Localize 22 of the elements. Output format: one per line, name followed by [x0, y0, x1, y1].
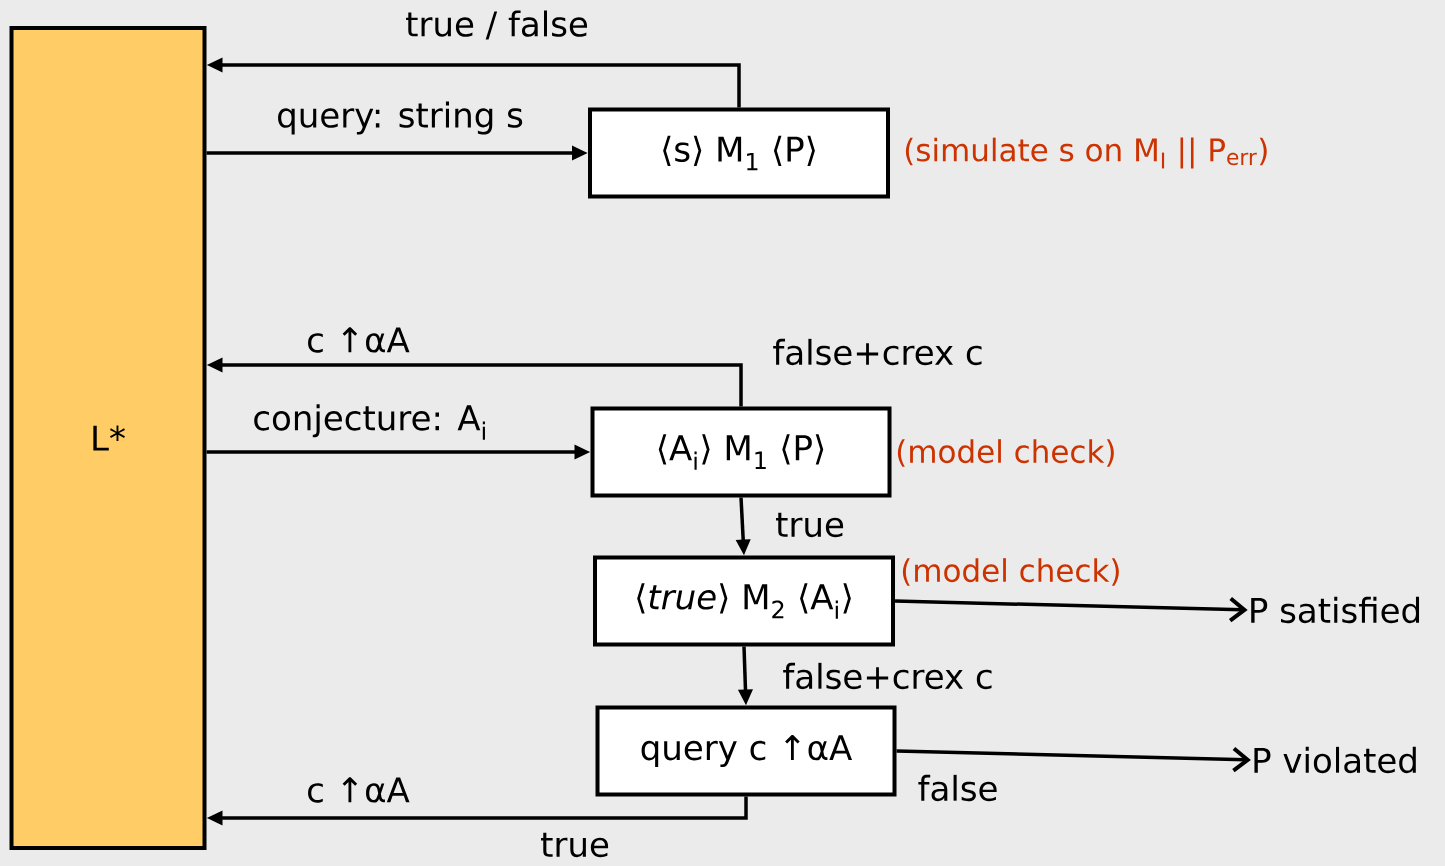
edge-label: false+crex c	[771, 337, 985, 367]
annotation-text: (simulate s on M$_{I}$ || P$_{err}$)	[905, 137, 1267, 169]
process-box: ⟨true⟩ M$_{2}$ ⟨A$_{i}$⟩	[593, 555, 895, 647]
edge-label: true	[539, 831, 611, 859]
process-box: query c ↑αA	[595, 705, 897, 797]
result-text: P violated	[1254, 746, 1416, 774]
annotation-text: (model check)	[897, 439, 1114, 467]
arrow	[894, 597, 1248, 623]
edge-label: conjecture: A$_{i}$	[251, 403, 489, 441]
arrow-label: c ↑αA	[308, 777, 410, 803]
process-box: ⟨s⟩ M$_{1}$ ⟨P⟩	[588, 107, 890, 199]
arrow-label: c ↑αA	[308, 327, 410, 353]
edge-label: false+crex c	[781, 661, 995, 691]
result-text: P satisfied	[1251, 596, 1420, 624]
edge-label: query: string s	[275, 100, 525, 136]
edge-label: true / false	[404, 9, 590, 41]
edge-label: false	[916, 773, 1000, 803]
learner-box: L*	[9, 26, 207, 850]
edge-label: true	[774, 511, 846, 539]
process-box: ⟨A$_{i}$⟩ M$_{1}$ ⟨P⟩	[590, 406, 892, 498]
arrow	[896, 747, 1251, 773]
annotation-text: (model check)	[902, 558, 1119, 586]
